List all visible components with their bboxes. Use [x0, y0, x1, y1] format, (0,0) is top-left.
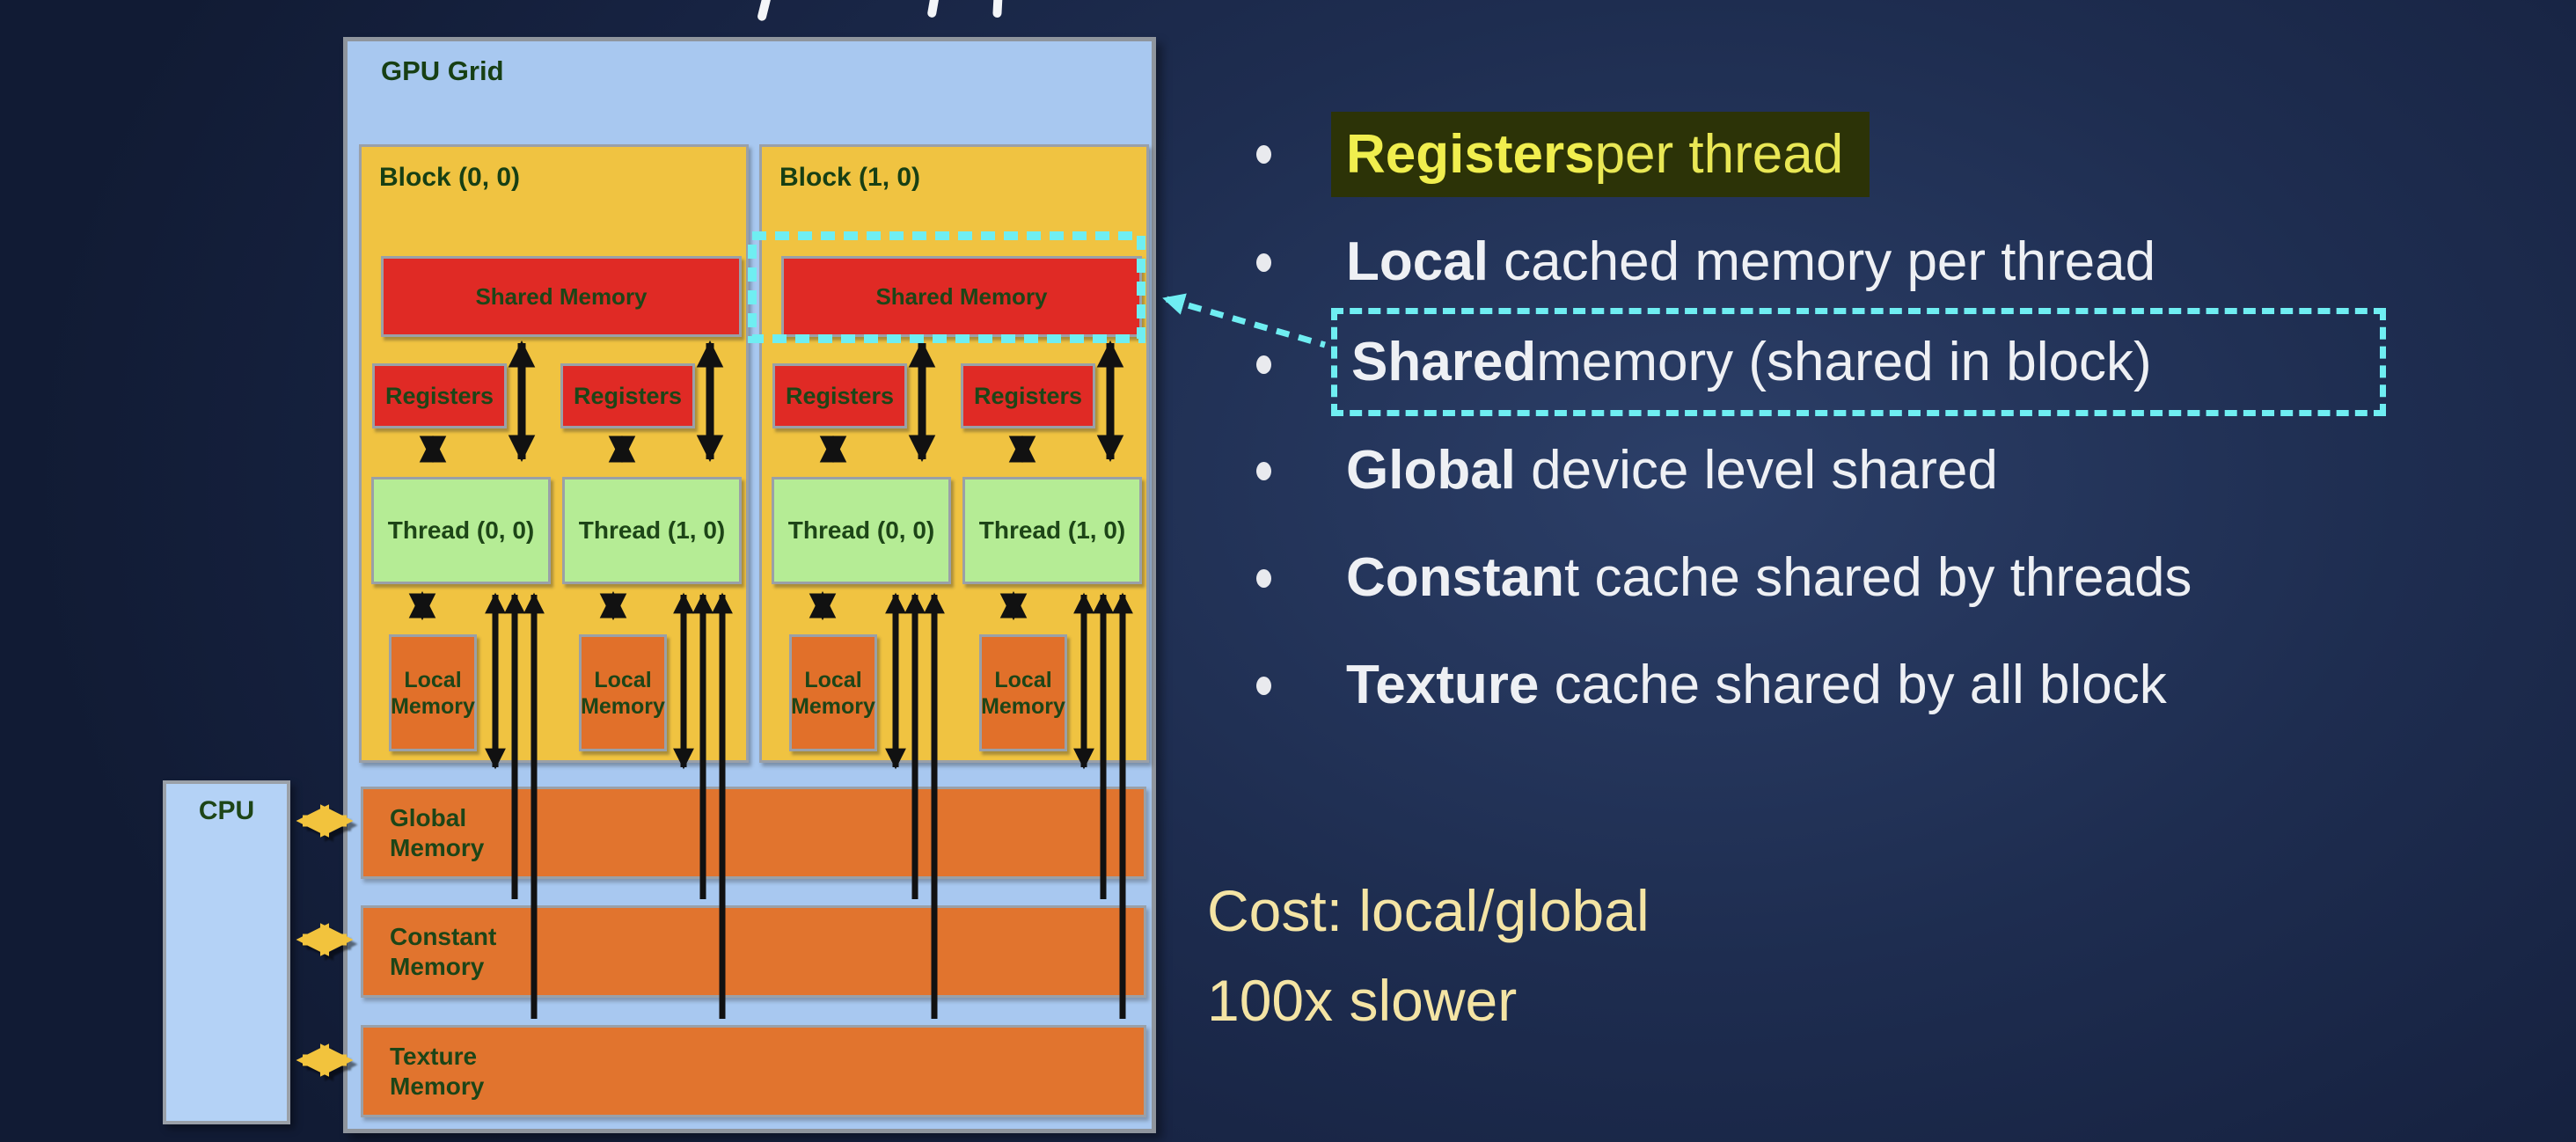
bullet-dot: [1256, 677, 1271, 695]
bullet-dot: [1256, 569, 1271, 588]
bullet-local-keyword: Local: [1346, 231, 1489, 292]
title-descender-fragment: [926, 0, 940, 18]
local-memory-box: Local Memory: [389, 634, 477, 751]
block-0-0: Block (0, 0) Shared Memory Registers Reg…: [359, 144, 749, 763]
title-descender-fragment: [757, 0, 772, 22]
thread-box: Thread (1, 0): [562, 477, 742, 584]
constant-memory-label: Constant Memory: [390, 922, 497, 980]
bullet-global: Global device level shared: [1346, 440, 1998, 501]
constant-memory-bar: Constant Memory: [361, 905, 1146, 998]
registers-box: Registers: [372, 363, 507, 428]
block-1-0: Block (1, 0) Shared Memory Registers Reg…: [759, 144, 1149, 763]
cpu-label: CPU: [198, 796, 255, 825]
local-memory-box: Local Memory: [579, 634, 667, 751]
registers-box: Registers: [560, 363, 695, 428]
registers-box: Registers: [772, 363, 907, 428]
thread-box: Thread (0, 0): [772, 477, 951, 584]
local-memory-box: Local Memory: [789, 634, 877, 751]
local-memory-box: Local Memory: [979, 634, 1067, 751]
thread-box: Thread (0, 0): [371, 477, 551, 584]
shared-memory-box: Shared Memory: [781, 256, 1142, 337]
bullet-dot: [1256, 145, 1271, 164]
bullet-registers-keyword: Registers: [1346, 124, 1595, 185]
gpu-grid-label: GPU Grid: [381, 55, 504, 86]
texture-memory-label: Texture Memory: [390, 1042, 485, 1100]
shared-memory-box: Shared Memory: [381, 256, 742, 337]
bullet-dot: [1256, 355, 1271, 374]
cost-note: Cost: local/global 100x slower: [1207, 866, 1650, 1045]
texture-memory-bar: Texture Memory: [361, 1025, 1146, 1117]
bullet-registers: Registers per thread: [1331, 112, 1870, 197]
cpu-box: CPU: [163, 780, 290, 1124]
bullet-dot: [1256, 462, 1271, 480]
global-memory-label: Global Memory: [390, 803, 485, 861]
bullet-local: Local cached memory per thread: [1346, 231, 2156, 292]
bullet-shared: Shared memory (shared in block): [1331, 308, 2386, 416]
registers-box: Registers: [961, 363, 1095, 428]
global-memory-bar: Global Memory: [361, 787, 1146, 879]
bullet-texture: Texture cache shared by all block: [1346, 655, 2167, 715]
thread-box: Thread (1, 0): [962, 477, 1142, 584]
bullet-constant: Constant cache shared by threads: [1346, 547, 2192, 608]
bullet-dot: [1256, 253, 1271, 272]
cost-note-line2: 100x slower: [1207, 968, 1518, 1033]
bullet-global-keyword: Global: [1346, 440, 1516, 501]
shared-callout-connector-arrow: [1162, 293, 1326, 348]
cpu-memory-arrows: [296, 804, 354, 1077]
gpu-grid-box: GPU Grid Block (0, 0) Shared Memory Regi…: [343, 37, 1156, 1133]
cost-note-line1: Cost: local/global: [1207, 878, 1650, 943]
bullet-texture-keyword: Texture: [1346, 655, 1540, 715]
block-1-0-label: Block (1, 0): [779, 163, 921, 192]
bullet-shared-keyword: Shared: [1351, 332, 1537, 392]
title-descender-fragment: [992, 0, 1003, 18]
block-0-0-label: Block (0, 0): [379, 163, 521, 192]
bullet-constant-keyword: Constan: [1346, 547, 1564, 608]
